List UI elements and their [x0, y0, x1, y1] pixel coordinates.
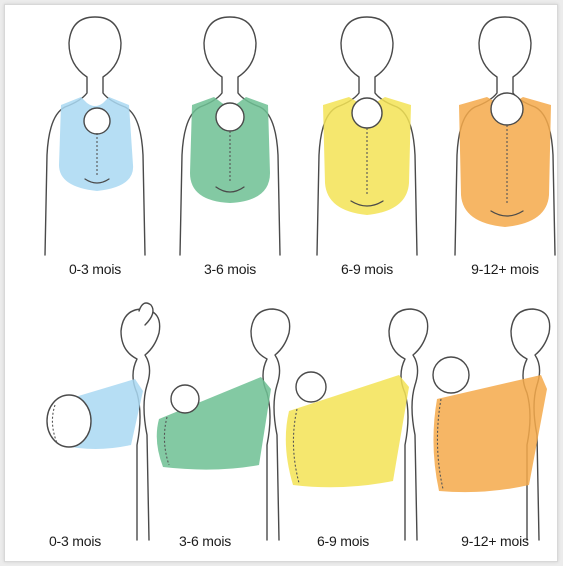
side-figure-3-6: [157, 309, 290, 540]
side-label-3-6: 3-6 mois: [145, 533, 265, 549]
side-view-row: [5, 5, 557, 561]
side-figure-6-9: [286, 309, 428, 540]
side-figure-0-3: [47, 303, 160, 540]
illustration-frame: 0-3 mois 3-6 mois 6-9 mois 9-12+ mois: [4, 4, 558, 562]
side-figure-9-12: [433, 309, 550, 540]
side-label-6-9: 6-9 mois: [283, 533, 403, 549]
side-label-0-3: 0-3 mois: [15, 533, 135, 549]
side-label-9-12: 9-12+ mois: [435, 533, 555, 549]
